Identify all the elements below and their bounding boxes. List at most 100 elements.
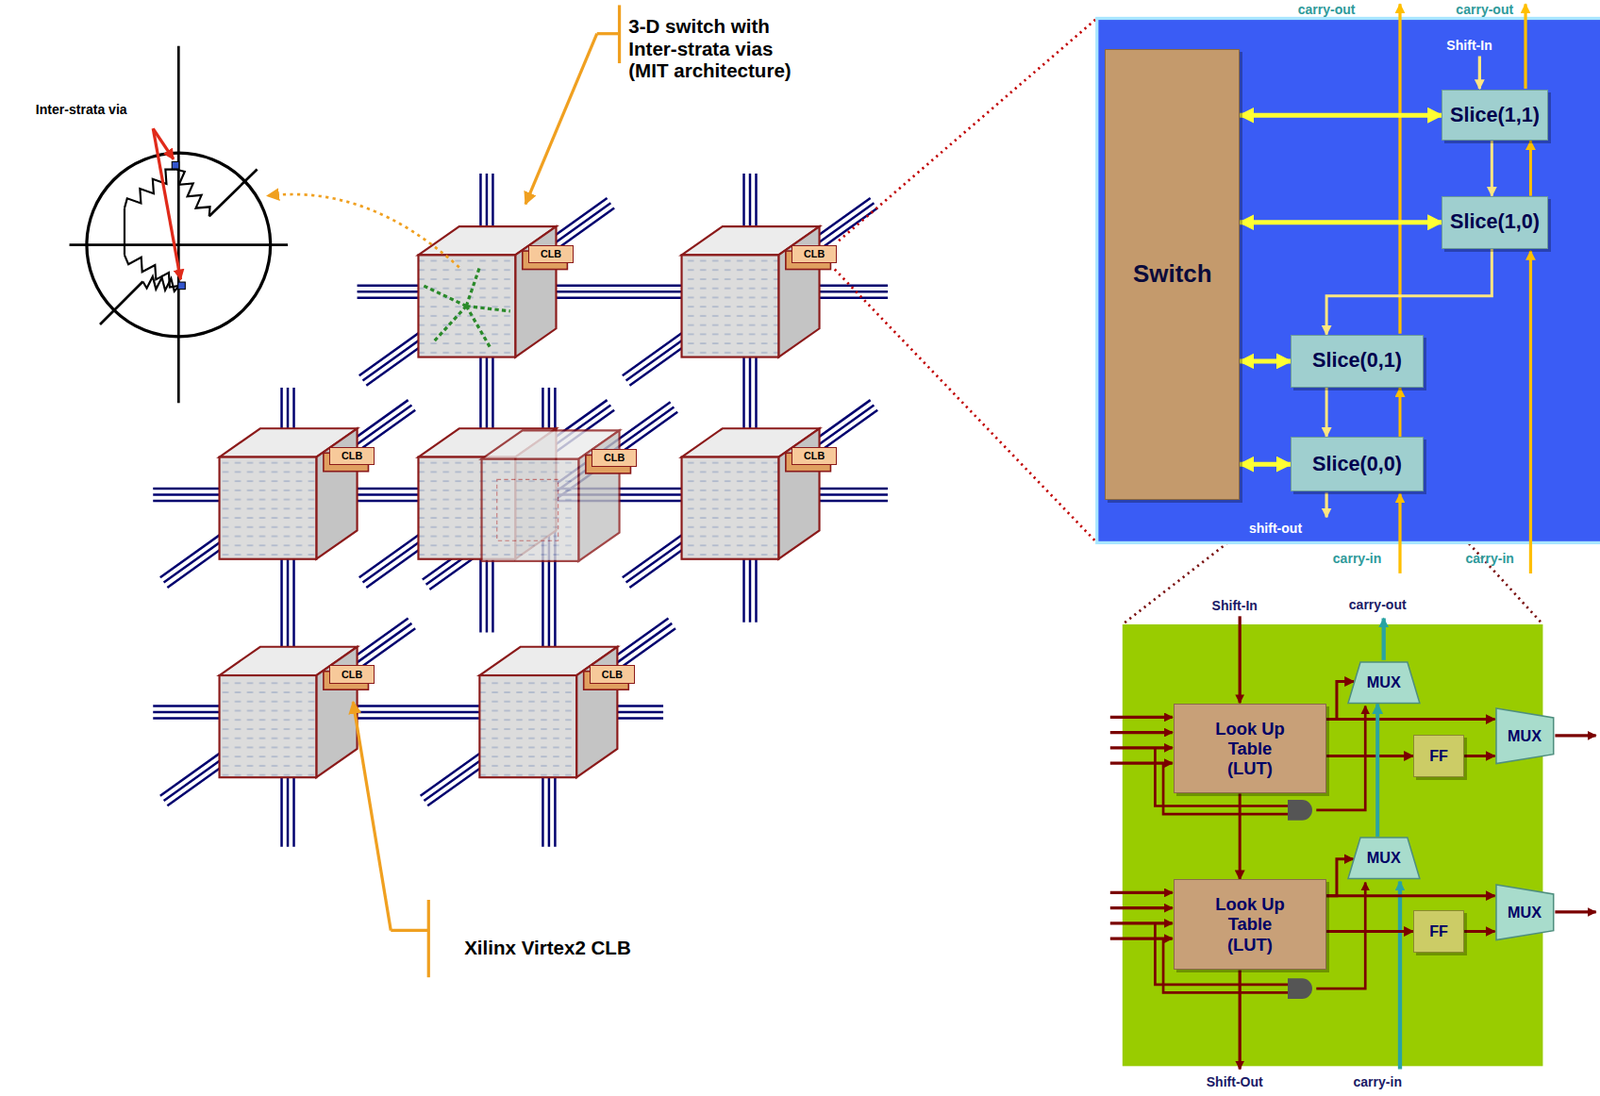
- carry-line: [1398, 3, 1401, 334]
- routing-wire: [363, 202, 612, 381]
- node-text: Look Up Table (LUT): [1212, 718, 1288, 779]
- connector: [1239, 358, 1291, 364]
- connector: [1326, 930, 1414, 934]
- carry-line: [1382, 617, 1386, 660]
- routing-wire: [359, 198, 608, 376]
- connector: [1529, 140, 1533, 196]
- cube-front: [219, 457, 317, 560]
- slice-panel: [1122, 624, 1544, 1067]
- shift-line: [1324, 492, 1328, 517]
- switch-cubes: [219, 226, 820, 778]
- callout-line: [352, 701, 391, 931]
- via-link: [433, 305, 467, 342]
- via-pointer: [152, 128, 181, 280]
- cube-front: [682, 457, 780, 560]
- node-text: CLB: [601, 668, 623, 681]
- input-line: [1110, 891, 1173, 895]
- routing-wire: [166, 628, 416, 806]
- zoom-leader: [834, 269, 1098, 544]
- routing-wire: [626, 404, 875, 583]
- signal-label: Shift-In: [1212, 598, 1258, 614]
- input-line: [1110, 731, 1173, 734]
- connector: [1464, 930, 1495, 934]
- inter-strata-via-symbol: [69, 46, 288, 404]
- connector: [1238, 793, 1242, 880]
- carry-line: [1523, 3, 1527, 89]
- via-link: [423, 285, 467, 307]
- clb-block: CLB: [589, 665, 635, 684]
- look-up-table: Look Up Table (LUT): [1173, 879, 1327, 969]
- node-text: FF: [1429, 922, 1449, 941]
- switch-box: Switch: [1104, 49, 1240, 500]
- connector: [1239, 219, 1442, 225]
- clb-block: CLB: [528, 245, 574, 264]
- callout-bracket: [390, 929, 429, 933]
- routing-wire: [164, 623, 413, 801]
- connector: [1464, 754, 1495, 758]
- routing-wire: [622, 198, 871, 376]
- node-text: Slice(0,0): [1312, 452, 1402, 477]
- inner-outline: [497, 479, 559, 541]
- output-mux: MUX: [1495, 883, 1555, 942]
- clb-block: CLB: [591, 449, 637, 467]
- node-text: MUX: [1366, 673, 1401, 692]
- via-wire: [100, 282, 143, 325]
- carry-line: [1529, 250, 1533, 574]
- shift-line: [1478, 55, 1482, 89]
- output-mux: MUX: [1495, 707, 1555, 766]
- connector: [1326, 717, 1495, 721]
- carry-mux: MUX: [1347, 836, 1421, 880]
- connector: [1490, 140, 1494, 196]
- clb-block: CLB: [329, 665, 375, 684]
- node-text: CLB: [803, 248, 825, 260]
- slice-box: Slice(0,1): [1290, 334, 1424, 388]
- node-text: Slice(0,1): [1312, 349, 1402, 373]
- routing-wire: [629, 410, 878, 588]
- node-text: MUX: [1507, 903, 1542, 922]
- node-text: Slice(1,0): [1450, 210, 1540, 234]
- routing-wire: [166, 410, 416, 588]
- clb-block: CLB: [329, 447, 375, 466]
- clb-block: CLB: [791, 245, 837, 264]
- resistor-symbol: [175, 169, 211, 217]
- flip-flop: FF: [1413, 734, 1465, 778]
- callout-line: [525, 33, 598, 205]
- signal-label: Shift-Out: [1206, 1074, 1264, 1090]
- routing-wire: [626, 202, 875, 381]
- cube-front: [219, 675, 317, 778]
- node-text: Slice(1,1): [1450, 103, 1540, 128]
- routing-wire: [420, 618, 669, 797]
- signal-label: carry-out: [1298, 1, 1356, 17]
- carry-line: [1398, 494, 1401, 574]
- cube-front: [482, 459, 580, 562]
- node-text: CLB: [341, 450, 363, 462]
- slice-box: Slice(1,1): [1441, 89, 1548, 141]
- signal-label: carry-in: [1333, 550, 1383, 567]
- node-text: MUX: [1507, 727, 1542, 746]
- via-pad: [171, 161, 180, 169]
- cube-front: [682, 254, 780, 357]
- slice-box: Slice(1,0): [1441, 196, 1548, 250]
- callout-label: Inter-strata via: [35, 101, 128, 117]
- via-wire: [209, 169, 258, 217]
- node-text: Switch: [1133, 260, 1213, 289]
- carry-line: [1398, 882, 1402, 1070]
- routing-wire: [160, 400, 409, 578]
- signal-label: carry-out: [1455, 1, 1514, 17]
- via-wire: [123, 208, 126, 256]
- output-line: [1554, 733, 1596, 737]
- connector: [1239, 113, 1442, 118]
- node-text: Look Up Table (LUT): [1212, 894, 1288, 954]
- shift-line: [1238, 616, 1242, 703]
- signal-label: carry-in: [1465, 550, 1515, 567]
- routing-wire: [359, 400, 608, 578]
- connector: [1399, 387, 1402, 437]
- node-text: MUX: [1366, 849, 1401, 867]
- zoom-leader: [838, 17, 1098, 241]
- input-line: [1110, 921, 1173, 925]
- mux-shape: [1348, 662, 1420, 703]
- cube-front: [479, 675, 577, 778]
- connector: [1326, 249, 1492, 335]
- via-link: [466, 266, 480, 306]
